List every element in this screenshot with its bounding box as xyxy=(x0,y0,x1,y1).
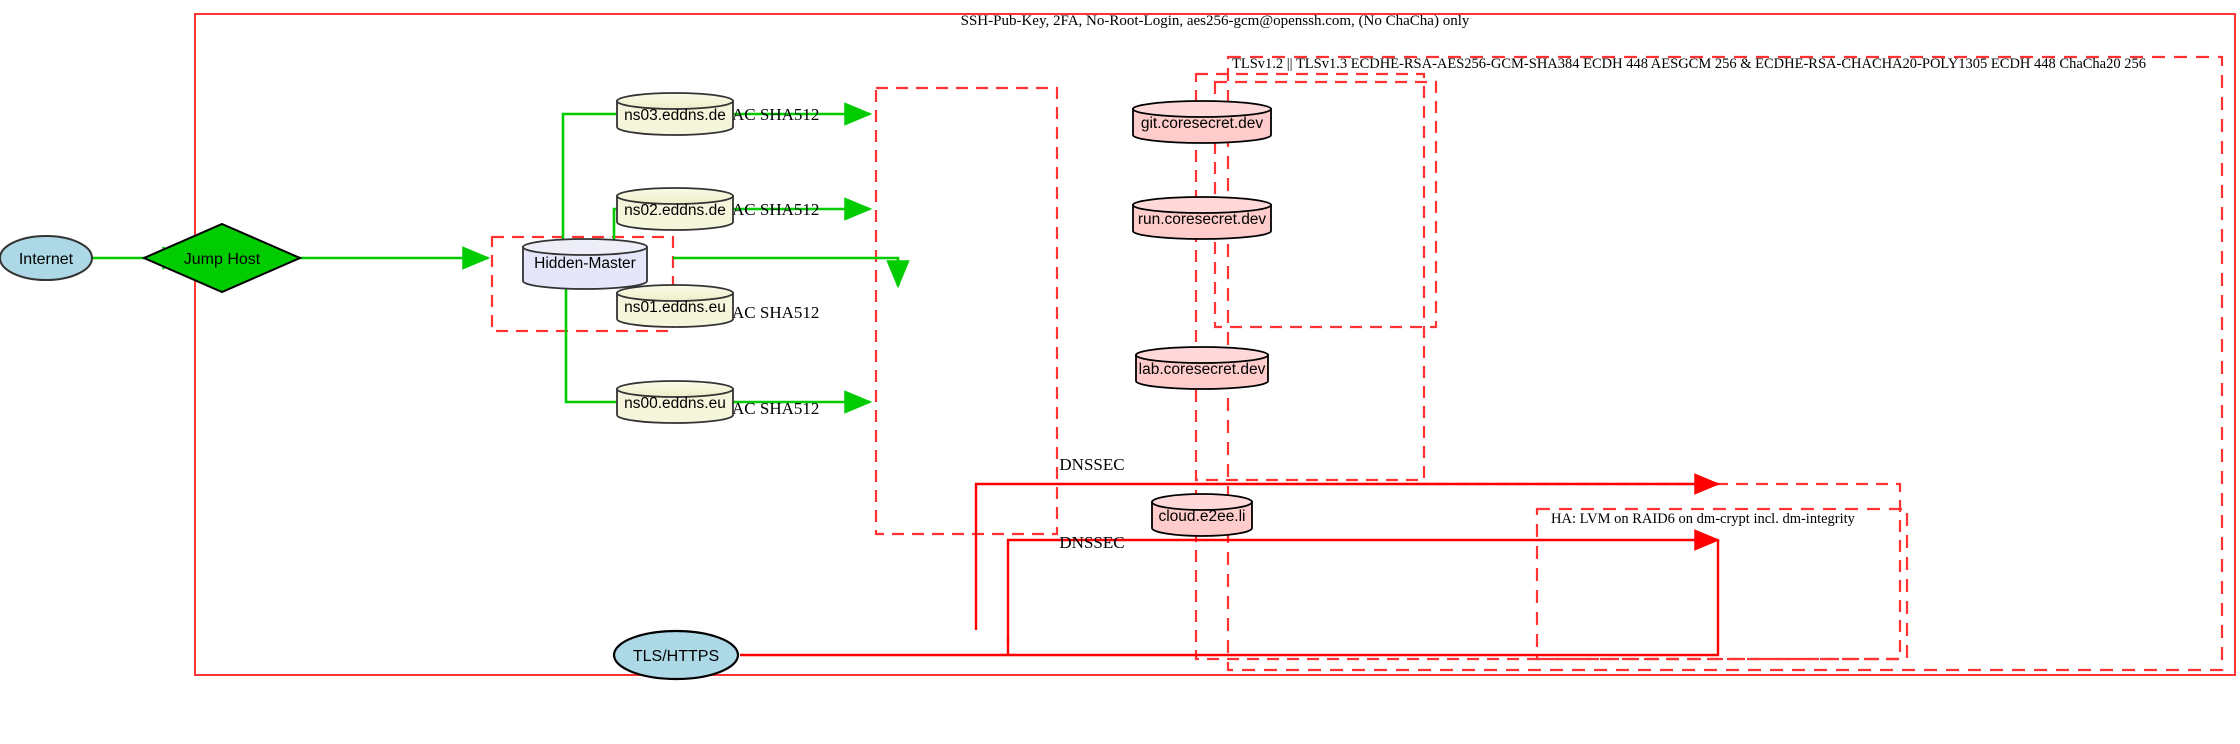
ha-zone-label: HA: LVM on RAID6 on dm-crypt incl. dm-in… xyxy=(1551,511,1856,527)
coresecret-zone-border xyxy=(1194,72,1426,482)
boundary-tls-zone: TLSv1.2 || TLSv1.3 ECDHE-RSA-AES256-GCM-… xyxy=(1226,55,2224,672)
red-edges xyxy=(740,473,1721,657)
hidden-master-label: Hidden-Master xyxy=(534,255,636,272)
edge-tls-right-wrap xyxy=(740,540,1720,657)
edge-tls-to-cloud xyxy=(1006,529,1721,644)
lab-coresecret-label: lab.coresecret.dev xyxy=(1139,361,1266,378)
node-jump-host[interactable]: Jump Host xyxy=(141,222,303,294)
lab-coresecret-top xyxy=(1135,346,1269,364)
cloud-e2ee-label: cloud.e2ee.li xyxy=(1158,508,1245,525)
internet-label: Internet xyxy=(19,251,74,268)
edge-master-to-ns02 xyxy=(612,197,873,246)
node-hidden-master[interactable]: Hidden-Master xyxy=(522,238,648,290)
boundary-master-zone xyxy=(490,235,675,333)
boundary-ssh-zone: SSH-Pub-Key, 2FA, No-Root-Login, aes256-… xyxy=(194,13,2236,676)
master-zone-border xyxy=(490,235,675,333)
tls-https-label: TLS/HTTPS xyxy=(633,648,719,665)
node-run-coresecret[interactable]: run.coresecret.dev xyxy=(1132,196,1272,240)
node-tls-https[interactable]: TLS/HTTPS xyxy=(612,629,740,681)
ns03-label: ns03.eddns.de xyxy=(624,107,726,124)
ns02-label: ns02.eddns.de xyxy=(624,202,726,219)
green-edges xyxy=(92,102,910,414)
edge-master-to-ns00 xyxy=(564,281,873,414)
node-cloud-e2ee[interactable]: cloud.e2ee.li xyxy=(1151,493,1253,537)
node-lab-coresecret[interactable]: lab.coresecret.dev xyxy=(1135,346,1269,390)
boundary-ha-zone: HA: LVM on RAID6 on dm-crypt incl. dm-in… xyxy=(1535,507,1909,661)
edge-master-to-ns03 xyxy=(561,102,873,246)
git-coresecret-top xyxy=(1132,100,1272,118)
run-coresecret-label: run.coresecret.dev xyxy=(1138,211,1267,228)
boundary-dns-zone xyxy=(874,86,1059,536)
hidden-master-body[interactable] xyxy=(522,246,648,290)
git-coresecret-label: git.coresecret.dev xyxy=(1141,115,1264,132)
ssh-zone-label: SSH-Pub-Key, 2FA, No-Root-Login, aes256-… xyxy=(961,13,1470,29)
node-ns02[interactable]: ns02.eddns.de xyxy=(616,187,734,231)
run-coresecret-body[interactable] xyxy=(1132,204,1272,240)
node-git-coresecret[interactable]: git.coresecret.dev xyxy=(1132,100,1272,144)
internet-shape[interactable] xyxy=(0,235,93,281)
cloud-e2ee-top xyxy=(1151,493,1253,511)
ns00-body[interactable] xyxy=(616,388,734,424)
red-edge-labels: DNSSEC DNSSEC xyxy=(1059,455,1124,552)
tls-zone-label: TLSv1.2 || TLSv1.3 ECDHE-RSA-AES256-GCM-… xyxy=(1232,56,2146,72)
green-edge-labels: HMAC SHA512 HMAC SHA512 HMAC SHA512 HMAC… xyxy=(705,105,820,418)
edge-label-dnssec-1: DNSSEC xyxy=(1059,455,1124,474)
ns00-top xyxy=(616,380,734,398)
jump-host-shape[interactable] xyxy=(141,222,303,294)
ns02-top xyxy=(616,187,734,205)
ha-zone-border xyxy=(1535,507,1909,661)
edge-tls-to-coresecret xyxy=(974,473,1721,630)
edge-master-to-ns01 xyxy=(673,256,910,289)
lab-coresecret-body[interactable] xyxy=(1135,354,1269,390)
node-ns01[interactable]: ns01.eddns.eu xyxy=(616,284,734,328)
edge-label-dnssec-2: DNSSEC xyxy=(1059,533,1124,552)
cloud-e2ee-body[interactable] xyxy=(1151,501,1253,537)
ns02-body[interactable] xyxy=(616,195,734,231)
run-coresecret-top xyxy=(1132,196,1272,214)
ns03-top xyxy=(616,92,734,110)
git-coresecret-body[interactable] xyxy=(1132,108,1272,144)
ns00-label: ns00.eddns.eu xyxy=(624,395,726,412)
ns01-body[interactable] xyxy=(616,292,734,328)
ns03-body[interactable] xyxy=(616,100,734,136)
tls-https-shape[interactable] xyxy=(612,629,740,681)
node-ns03[interactable]: ns03.eddns.de xyxy=(616,92,734,136)
dns-zone-border xyxy=(874,86,1059,536)
jump-host-label: Jump Host xyxy=(184,251,261,268)
hidden-master-top xyxy=(522,238,648,256)
ns01-top xyxy=(616,284,734,302)
node-internet[interactable]: Internet xyxy=(0,235,93,281)
ns01-label: ns01.eddns.eu xyxy=(624,299,726,316)
tls-zone-border xyxy=(1226,55,2224,672)
node-ns00[interactable]: ns00.eddns.eu xyxy=(616,380,734,424)
ssh-zone-border xyxy=(194,13,2236,676)
